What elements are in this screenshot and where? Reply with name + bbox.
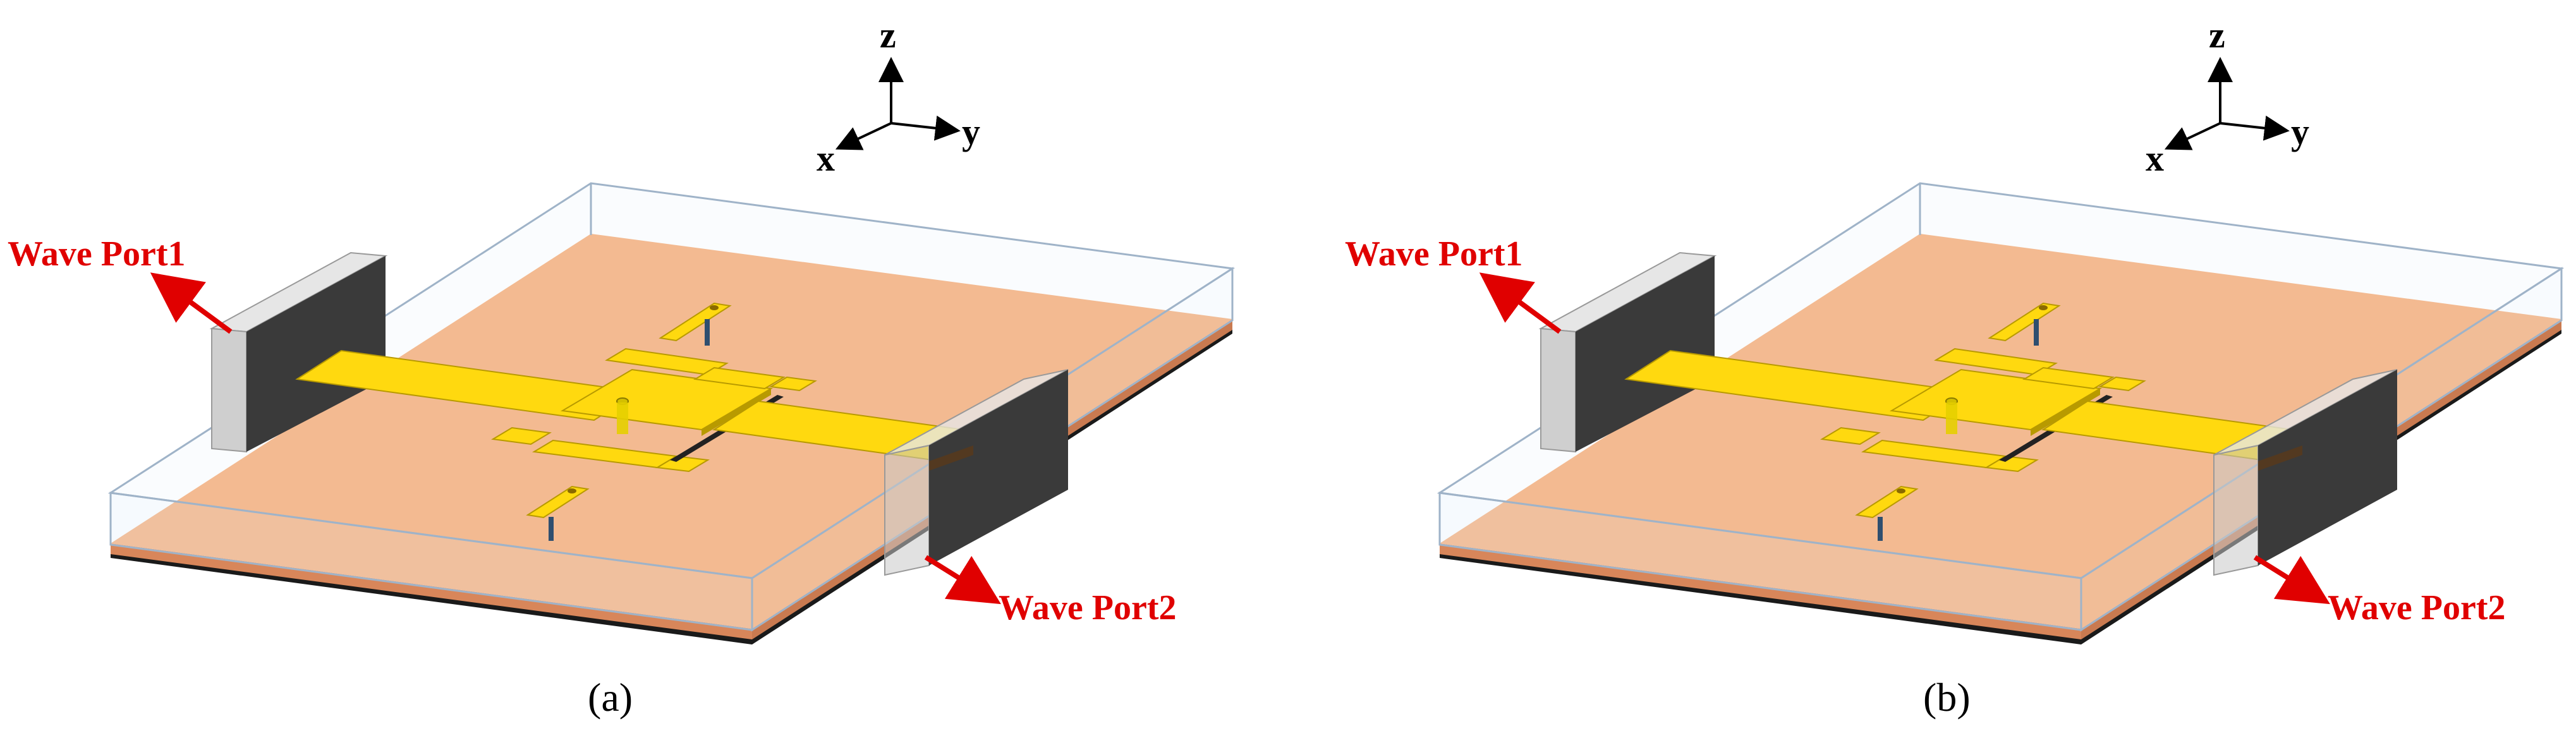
via-bottom-hole [568, 488, 576, 493]
patch-edge [2031, 389, 2100, 436]
patch-edge [702, 389, 771, 436]
stub-lower-1 [491, 426, 552, 445]
via-top [2034, 319, 2039, 346]
stub-upper-1 [605, 348, 729, 376]
via-top [705, 319, 710, 346]
stub-right-small [2098, 376, 2146, 392]
axis-y-label: y [2291, 111, 2309, 152]
via-bottom-hole [1897, 488, 1905, 493]
substrate-front-face [1440, 543, 2081, 639]
diagram-b: z y x Wave Port1 Wave Port2 (b) [1345, 15, 2565, 720]
via-top-hole [2039, 305, 2048, 310]
wave-port-1-label: Wave Port1 [1345, 234, 1522, 274]
stub-upper-1 [1934, 348, 2058, 376]
wave-port-1-arrow [1479, 272, 1562, 334]
via-bottom [549, 517, 554, 541]
via-top-hole [710, 305, 719, 310]
axis-z-label: z [880, 15, 896, 56]
caption-b: (b) [1923, 675, 1971, 720]
wave-port-2-arrow [2253, 555, 2330, 605]
stub-right-small [769, 376, 817, 392]
stub-upper-2 [693, 366, 786, 390]
via-center [617, 402, 628, 434]
axis-x-label: x [817, 138, 835, 179]
wave-port-1 [209, 251, 388, 453]
wave-port-2 [884, 369, 1069, 576]
wave-port-2-label: Wave Port2 [2328, 588, 2505, 627]
axis-x-label: x [2146, 138, 2164, 179]
wave-port-2-label: Wave Port2 [999, 588, 1176, 627]
axis-z-label: z [2209, 15, 2225, 56]
via-bottom [1878, 517, 1883, 541]
diagram-a: z y x Wave Port1 Wave Port2 (a) [8, 15, 1236, 720]
stub-top-via [659, 302, 732, 342]
substrate-front-face [111, 543, 752, 639]
wave-port-2-arrow [924, 555, 1001, 605]
stub-top-via [1988, 302, 2061, 342]
panel-b: z y x Wave Port1 Wave Port2 (b) [1288, 0, 2576, 738]
stub-bottom-via [526, 485, 590, 519]
wave-port-1-arrow [150, 272, 233, 334]
axis-y-label: y [962, 111, 980, 152]
wave-port-1-label: Wave Port1 [8, 234, 185, 274]
axis-triad [835, 57, 961, 150]
axis-triad [2164, 57, 2290, 150]
via-center [1946, 402, 1957, 434]
stub-bottom-via [1855, 485, 1919, 519]
stub-lower-1 [1820, 426, 1881, 445]
stub-upper-2 [2022, 366, 2115, 390]
panel-a: z y x Wave Port1 Wave Port2 (a) [8, 15, 1236, 720]
wave-port-2 [2213, 369, 2398, 576]
wave-port-1 [1538, 251, 1717, 453]
caption-a: (a) [588, 675, 633, 720]
